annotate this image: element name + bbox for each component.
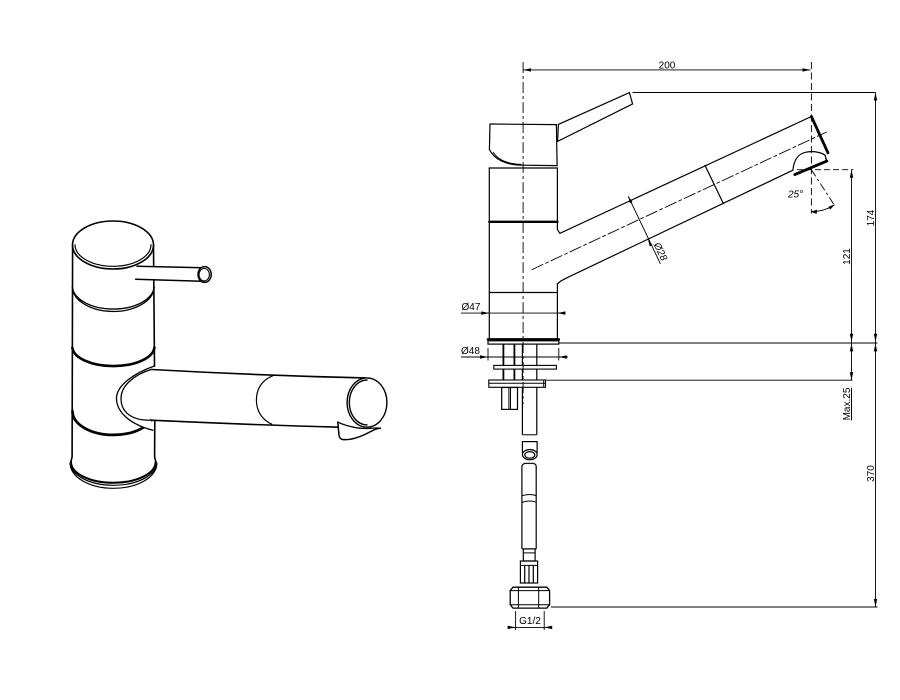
svg-text:25°: 25°	[787, 190, 803, 201]
svg-text:370: 370	[866, 465, 877, 482]
svg-text:Ø28: Ø28	[650, 240, 669, 263]
svg-text:174: 174	[866, 209, 877, 226]
svg-text:G1/2: G1/2	[519, 616, 541, 627]
svg-text:Max.25: Max.25	[842, 387, 853, 420]
svg-text:Ø48: Ø48	[461, 346, 480, 357]
svg-text:121: 121	[842, 248, 853, 265]
svg-text:200: 200	[659, 60, 676, 71]
svg-text:Ø47: Ø47	[462, 302, 481, 313]
